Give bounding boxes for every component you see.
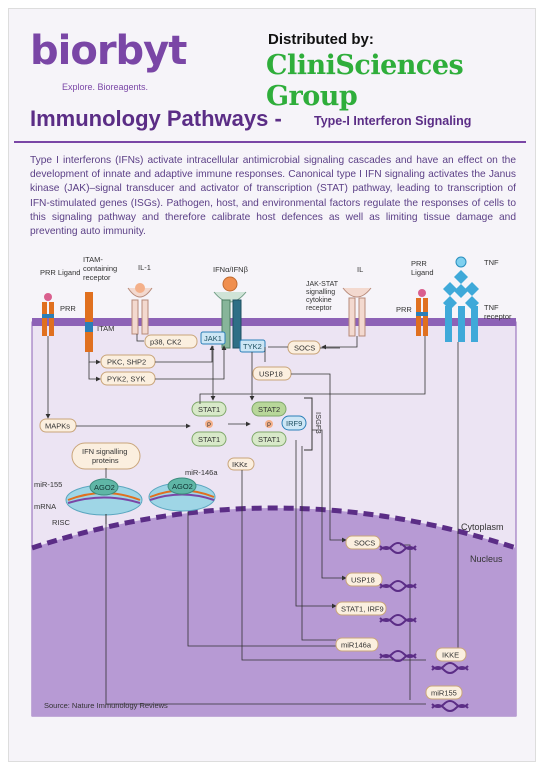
- prr-label-2: PRR: [396, 305, 412, 314]
- gene-socs: SOCS: [345, 535, 417, 554]
- tnf-receptor-label: TNF receptor: [484, 303, 512, 321]
- node-pyk2: PYK2, SYK: [100, 371, 156, 386]
- svg-text:STAT1: STAT1: [198, 435, 220, 444]
- cell-membrane: [32, 318, 516, 326]
- mir146a-label-top: miR-146a: [185, 468, 218, 477]
- il-label: IL: [357, 265, 363, 274]
- svg-text:IRF9: IRF9: [286, 419, 302, 428]
- itam-receptor: [85, 292, 93, 352]
- svg-text:miR155: miR155: [431, 689, 457, 698]
- cytoplasm-label: Cytoplasm: [461, 522, 504, 532]
- svg-text:ISGF3: ISGF3: [314, 412, 323, 434]
- svg-text:IKKE: IKKE: [442, 651, 459, 660]
- stat1-dimer: STAT1 STAT1 P: [191, 401, 227, 447]
- prr-ligand-label-1: PRR Ligand: [40, 268, 80, 277]
- gene-stat1-irf9: STAT1, IRF9: [335, 601, 417, 626]
- prr-receptor-left: [42, 293, 54, 336]
- jak-stat-receptor-label: JAK-STAT signalling cytokine receptor: [306, 281, 340, 312]
- il1-receptor: [127, 283, 153, 335]
- risc-complex-2: AGO2: [148, 477, 216, 512]
- page-title: Immunology Pathways -: [30, 106, 282, 131]
- nucleus-region: [32, 508, 516, 716]
- svg-text:STAT1: STAT1: [198, 405, 220, 414]
- svg-text:SOCS: SOCS: [354, 539, 375, 548]
- svg-text:STAT1, IRF9: STAT1, IRF9: [341, 605, 384, 614]
- svg-text:PYK2, SYK: PYK2, SYK: [107, 375, 145, 384]
- ifn-label: IFNα/IFNβ: [213, 265, 249, 274]
- svg-text:p38, CK2: p38, CK2: [150, 338, 181, 347]
- node-socs-top: SOCS: [287, 340, 321, 355]
- itam-label: ITAM: [97, 324, 114, 333]
- svg-text:JAK1: JAK1: [204, 334, 222, 343]
- clinisciences-logo: CliniSciences Group: [266, 50, 464, 112]
- mrna-label: mRNA: [34, 502, 56, 511]
- svg-text:AGO2: AGO2: [172, 482, 193, 491]
- svg-text:P: P: [207, 423, 211, 429]
- il1-label: IL-1: [138, 263, 151, 272]
- gene-mir155: miR155: [425, 685, 469, 712]
- nuclear-envelope: [31, 505, 517, 551]
- svg-text:USP18: USP18: [351, 576, 375, 585]
- ifn-receptor: [213, 276, 247, 349]
- node-pkc: PKC, SHP2: [100, 354, 156, 369]
- svg-text:PKC, SHP2: PKC, SHP2: [107, 358, 146, 367]
- node-usp18-top: USP18: [252, 366, 292, 381]
- svg-text:TYK2: TYK2: [243, 342, 262, 351]
- node-tyk2: TYK2: [239, 339, 266, 353]
- tnf-receptor: [443, 256, 479, 342]
- pathway-arrows: [45, 334, 461, 705]
- gene-usp18: USP18: [345, 572, 417, 592]
- node-jak1: JAK1: [200, 331, 226, 345]
- svg-text:AGO2: AGO2: [94, 483, 115, 492]
- risc-complex-1: AGO2: [65, 478, 143, 516]
- distributor-label: Distributed by:: [268, 31, 374, 48]
- il-receptor: [342, 287, 372, 337]
- mir155-label: miR-155: [34, 480, 62, 489]
- svg-text:MAPKs: MAPKs: [45, 422, 70, 431]
- svg-text:miR146a: miR146a: [341, 641, 372, 650]
- svg-text:IKKε: IKKε: [232, 460, 248, 469]
- svg-text:P: P: [267, 423, 271, 429]
- svg-text:USP18: USP18: [259, 370, 283, 379]
- isgf3-complex: STAT2 STAT1 IRF9 P ISGF3: [251, 397, 323, 451]
- node-p38: p38, CK2: [144, 334, 198, 349]
- gene-ikke: IKKE: [431, 647, 469, 674]
- prr-receptor-right: [416, 289, 428, 336]
- itam-receptor-label: ITAM- containing receptor: [83, 255, 119, 282]
- title-divider: [14, 141, 526, 143]
- nucleus-label: Nucleus: [470, 554, 503, 564]
- page-subtitle: Type-I Interferon Signaling: [314, 114, 472, 128]
- source-note: Source: Nature Immunology Reviews: [44, 701, 168, 710]
- logo-tagline: Explore. Bioreagents.: [62, 82, 149, 92]
- svg-text:SOCS: SOCS: [294, 344, 315, 353]
- intro-paragraph: Type I interferons (IFNs) activate intra…: [30, 155, 516, 238]
- risc-label: RISC: [52, 518, 71, 527]
- node-mapks: MAPKs: [39, 418, 77, 433]
- node-ikke-top: IKKε: [227, 457, 255, 471]
- gene-mir146a: miR146a: [335, 637, 417, 662]
- svg-text:STAT1: STAT1: [258, 435, 280, 444]
- node-ifn-proteins: IFN signalling proteins: [71, 442, 141, 470]
- biorbyt-logo: biorbyt: [30, 28, 187, 74]
- tnf-label: TNF: [484, 258, 499, 267]
- svg-text:STAT2: STAT2: [258, 405, 280, 414]
- prr-label-1: PRR: [60, 304, 76, 313]
- svg-text:IFN signalling protein: IFN signalling proteins: [82, 447, 130, 465]
